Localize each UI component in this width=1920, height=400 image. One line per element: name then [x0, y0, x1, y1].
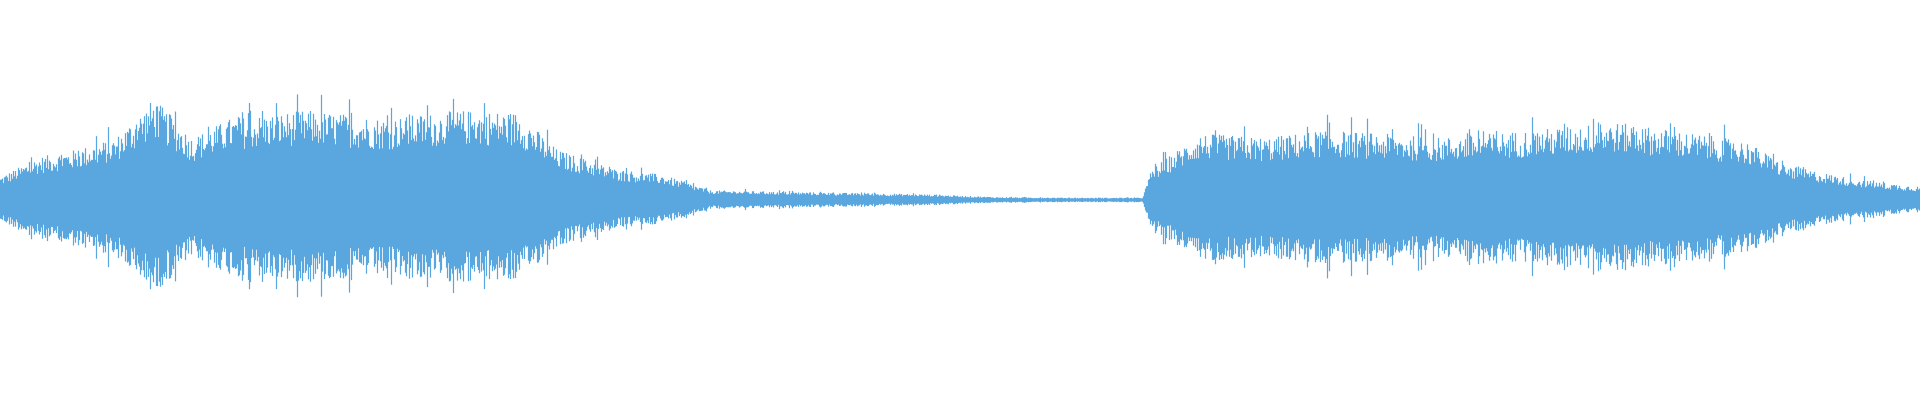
- waveform-path: [0, 94, 1920, 298]
- waveform-bars: [0, 94, 1920, 298]
